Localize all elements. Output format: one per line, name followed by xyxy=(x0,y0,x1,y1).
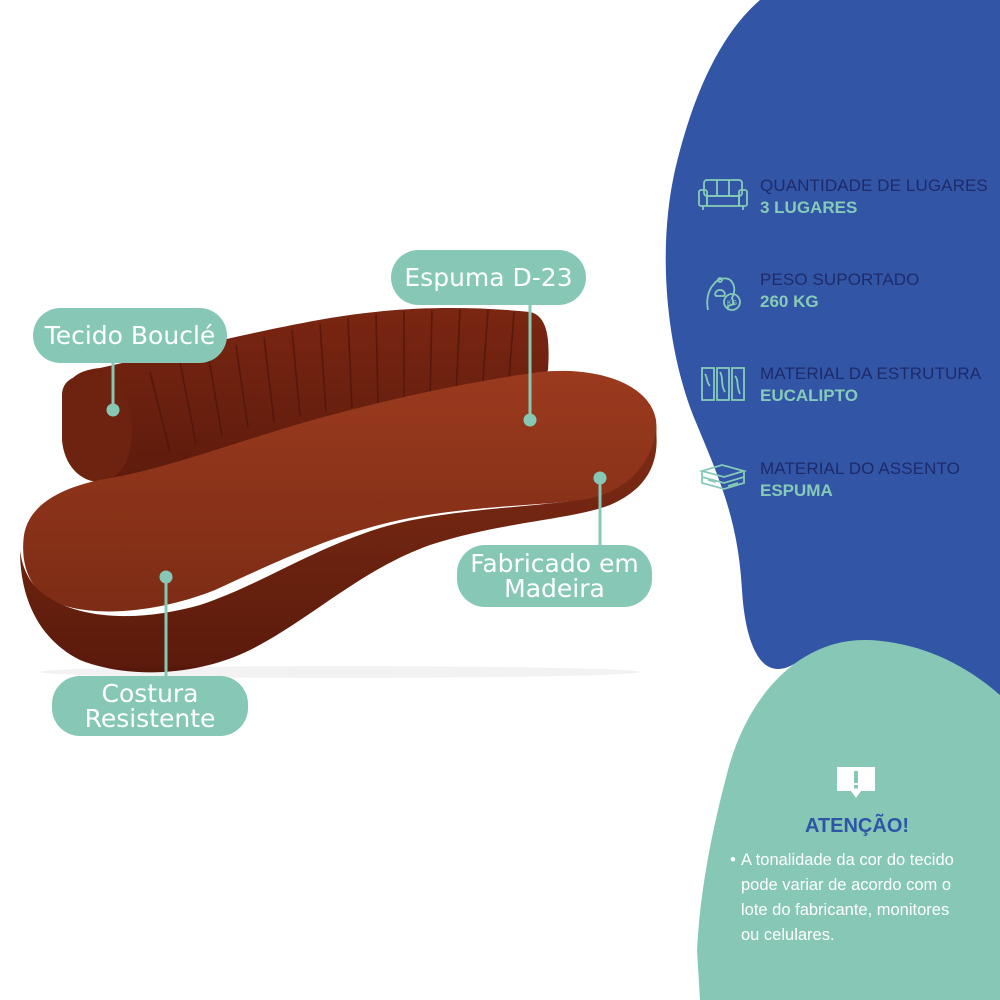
callout-line: Resistente xyxy=(84,704,216,733)
attention-bullet: • xyxy=(730,851,736,869)
attention-line: lote do fabricante, monitores xyxy=(741,901,950,919)
spec-title: QUANTIDADE DE LUGARES xyxy=(760,176,988,195)
callout-costura-resistente: Costura Resistente xyxy=(52,676,248,736)
callout-fabricado-madeira: Fabricado em Madeira xyxy=(457,545,652,607)
fabricado-connector-dot xyxy=(593,471,607,485)
attention-line: A tonalidade da cor do tecido xyxy=(741,851,954,869)
foam-layers-icon xyxy=(698,464,748,490)
spec-material-estrutura: MATERIAL DA ESTRUTURA EUCALIPTO xyxy=(698,364,998,405)
attention-title: ATENÇÃO! xyxy=(804,815,910,837)
espuma-connector-dot xyxy=(523,413,537,427)
weight-badge-label: KG xyxy=(727,300,737,307)
attention-line: ou celulares. xyxy=(741,926,835,944)
attention-note: • A tonalidade da cor do tecido pode var… xyxy=(730,848,992,948)
tecido-connector-dot xyxy=(106,403,120,417)
spec-value: 260 KG xyxy=(760,292,819,311)
backrest-channels xyxy=(149,308,515,453)
sofa-icon xyxy=(698,179,748,210)
callout-line: Espuma D-23 xyxy=(404,263,573,292)
sofa-seat xyxy=(23,370,657,612)
spec-material-assento: MATERIAL DO ASSENTO ESPUMA xyxy=(698,459,998,500)
attention-line: pode variar de acordo com o xyxy=(741,876,952,894)
wood-planks-icon xyxy=(701,367,745,401)
callout-line: Tecido Bouclé xyxy=(44,321,216,350)
spec-value: EUCALIPTO xyxy=(760,386,858,405)
spec-peso-suportado: KG PESO SUPORTADO 260 KG xyxy=(698,270,998,311)
spec-value: ESPUMA xyxy=(760,481,833,500)
blue-panel-shape xyxy=(665,0,1000,700)
weight-icon: KG xyxy=(706,277,741,311)
costura-connector-dot xyxy=(159,570,173,584)
spec-title: MATERIAL DA ESTRUTURA xyxy=(760,364,982,383)
callout-espuma-d23: Espuma D-23 xyxy=(391,250,586,305)
spec-value: 3 LUGARES xyxy=(760,198,858,217)
mint-panel-shape xyxy=(697,639,1000,1000)
spec-quantidade-lugares: QUANTIDADE DE LUGARES 3 LUGARES xyxy=(698,176,998,217)
callout-line: Costura xyxy=(101,679,199,708)
sofa-base xyxy=(20,430,657,673)
spec-title: MATERIAL DO ASSENTO xyxy=(760,459,960,478)
callout-line: Madeira xyxy=(504,574,605,603)
sofa-shadow xyxy=(40,666,640,678)
spec-title: PESO SUPORTADO xyxy=(760,270,920,289)
callout-line: Fabricado em xyxy=(470,549,639,578)
alert-speech-icon xyxy=(837,767,875,798)
callout-tecido-boucle: Tecido Bouclé xyxy=(33,308,227,363)
